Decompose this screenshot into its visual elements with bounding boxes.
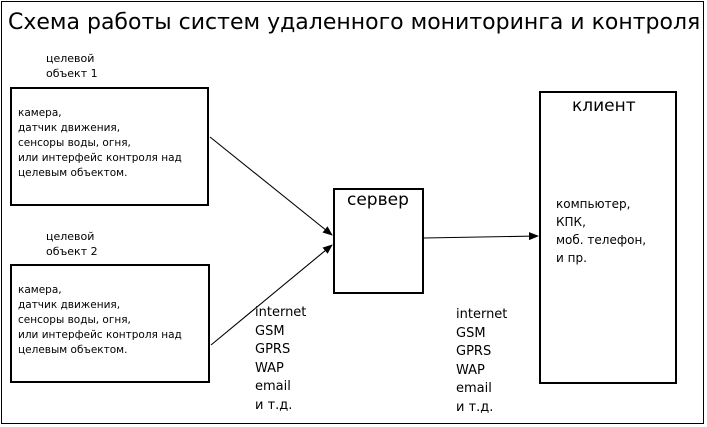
target-1-content: камера, датчик движения, сенсоры воды, о… <box>18 107 182 179</box>
arrow-target1-to-server <box>209 136 333 236</box>
client-box <box>539 91 677 384</box>
channels-left: internet GSM GPRS WAP email и т.д. <box>255 305 307 413</box>
channels-right: internet GSM GPRS WAP email и т.д. <box>456 307 508 415</box>
arrow-target2-to-server <box>210 244 333 346</box>
target-2-caption: целевой объект 2 <box>46 230 98 258</box>
client-title: клиент <box>572 96 636 116</box>
server-box <box>333 188 424 294</box>
target-2-content: камера, датчик движения, сенсоры воды, о… <box>18 284 182 356</box>
target-2-box <box>10 264 210 383</box>
target-1-caption: целевой объект 1 <box>46 52 98 80</box>
arrow-server-to-client <box>423 232 539 241</box>
client-content: компьютер, КПК, моб. телефон, и пр. <box>556 197 647 265</box>
server-title: сервер <box>347 190 409 210</box>
diagram-title: Схема работы систем удаленного мониторин… <box>8 10 701 35</box>
target-1-box <box>10 87 209 206</box>
